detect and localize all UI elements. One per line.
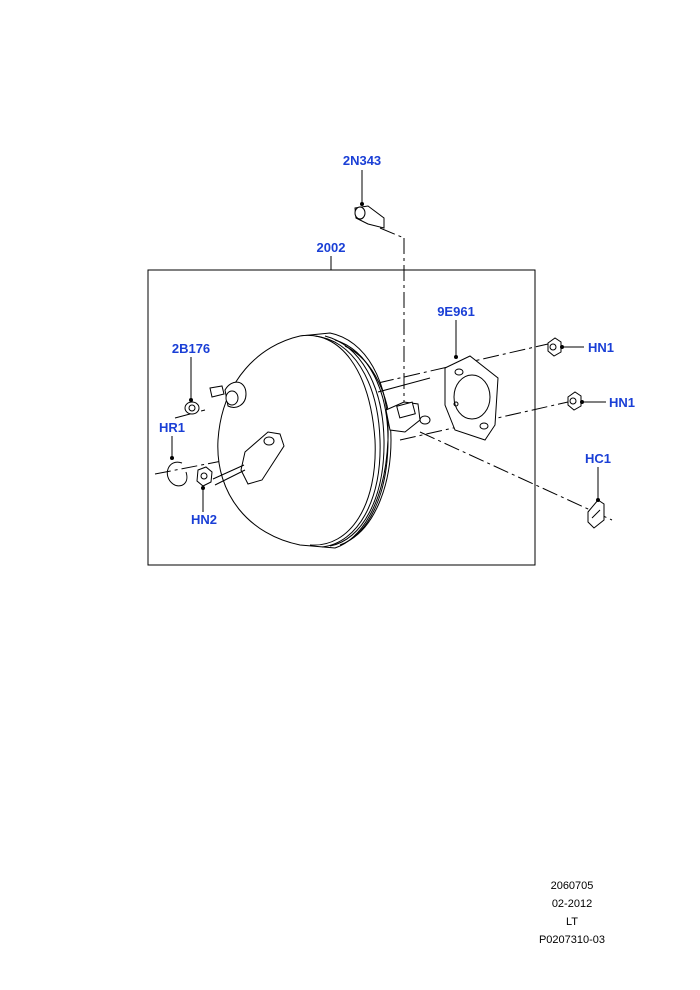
assembly-box [147,269,536,566]
nut-left [196,466,213,487]
drawing-variant: LT [565,916,579,928]
nut-right-lower [567,391,582,411]
leader-dots [170,202,600,502]
brake-booster [209,332,431,549]
callout-seal: 2B176 [172,341,210,356]
leader-lines [171,170,606,512]
callout-clip: HR1 [159,420,185,435]
drawing-number: 2060705 [550,880,594,892]
part-reference: P0207310-03 [538,934,606,946]
nut-right-upper [547,337,562,357]
clip-right [587,499,605,529]
callout-gasket: 9E961 [437,304,475,319]
clip-ring [166,461,188,487]
callout-nut-right-lower: HN1 [609,395,635,410]
callout-assembly: 2002 [317,240,346,255]
drawing-date: 02-2012 [551,898,593,910]
callout-nut-left: HN2 [191,512,217,527]
gasket-plate [444,355,499,441]
callout-top-bolt: 2N343 [343,153,381,168]
callout-clip-right: HC1 [585,451,611,466]
seal-grommet [184,401,200,415]
callout-nut-right-upper: HN1 [588,340,614,355]
footer-info: 2060705 02-2012 LT P0207310-03 [512,877,632,949]
top-bolt [354,205,385,229]
